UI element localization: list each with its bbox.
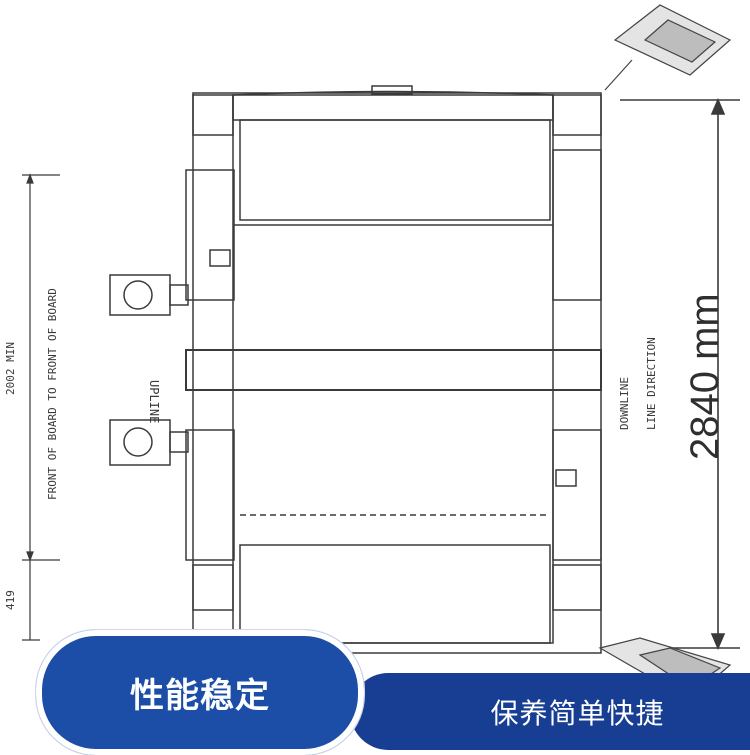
motor-upper xyxy=(109,274,189,316)
secondary-badge: 保养简单快捷 xyxy=(350,673,750,750)
motor-lower xyxy=(109,419,189,466)
machine-outline xyxy=(185,85,602,654)
primary-badge-label: 性能稳定 xyxy=(130,676,270,716)
sensor-panel-top xyxy=(604,4,732,91)
downline-label-2: LINE DIRECTION xyxy=(645,337,658,430)
primary-badge: 性能稳定 xyxy=(36,630,364,755)
left-dimension-sub-text: FRONT OF BOARD TO FRONT OF BOARD xyxy=(46,288,59,500)
left-dimension-line xyxy=(22,173,60,641)
downline-label-1: DOWNLINE xyxy=(618,377,631,430)
upline-label: UPLINE xyxy=(147,380,161,423)
left-dimension-main-text: 2002 MIN xyxy=(4,342,17,395)
right-dimension-text: 2840 mm xyxy=(683,293,727,460)
left-dimension-small-text: 419 xyxy=(4,590,17,610)
secondary-badge-label: 保养简单快捷 xyxy=(490,696,665,730)
